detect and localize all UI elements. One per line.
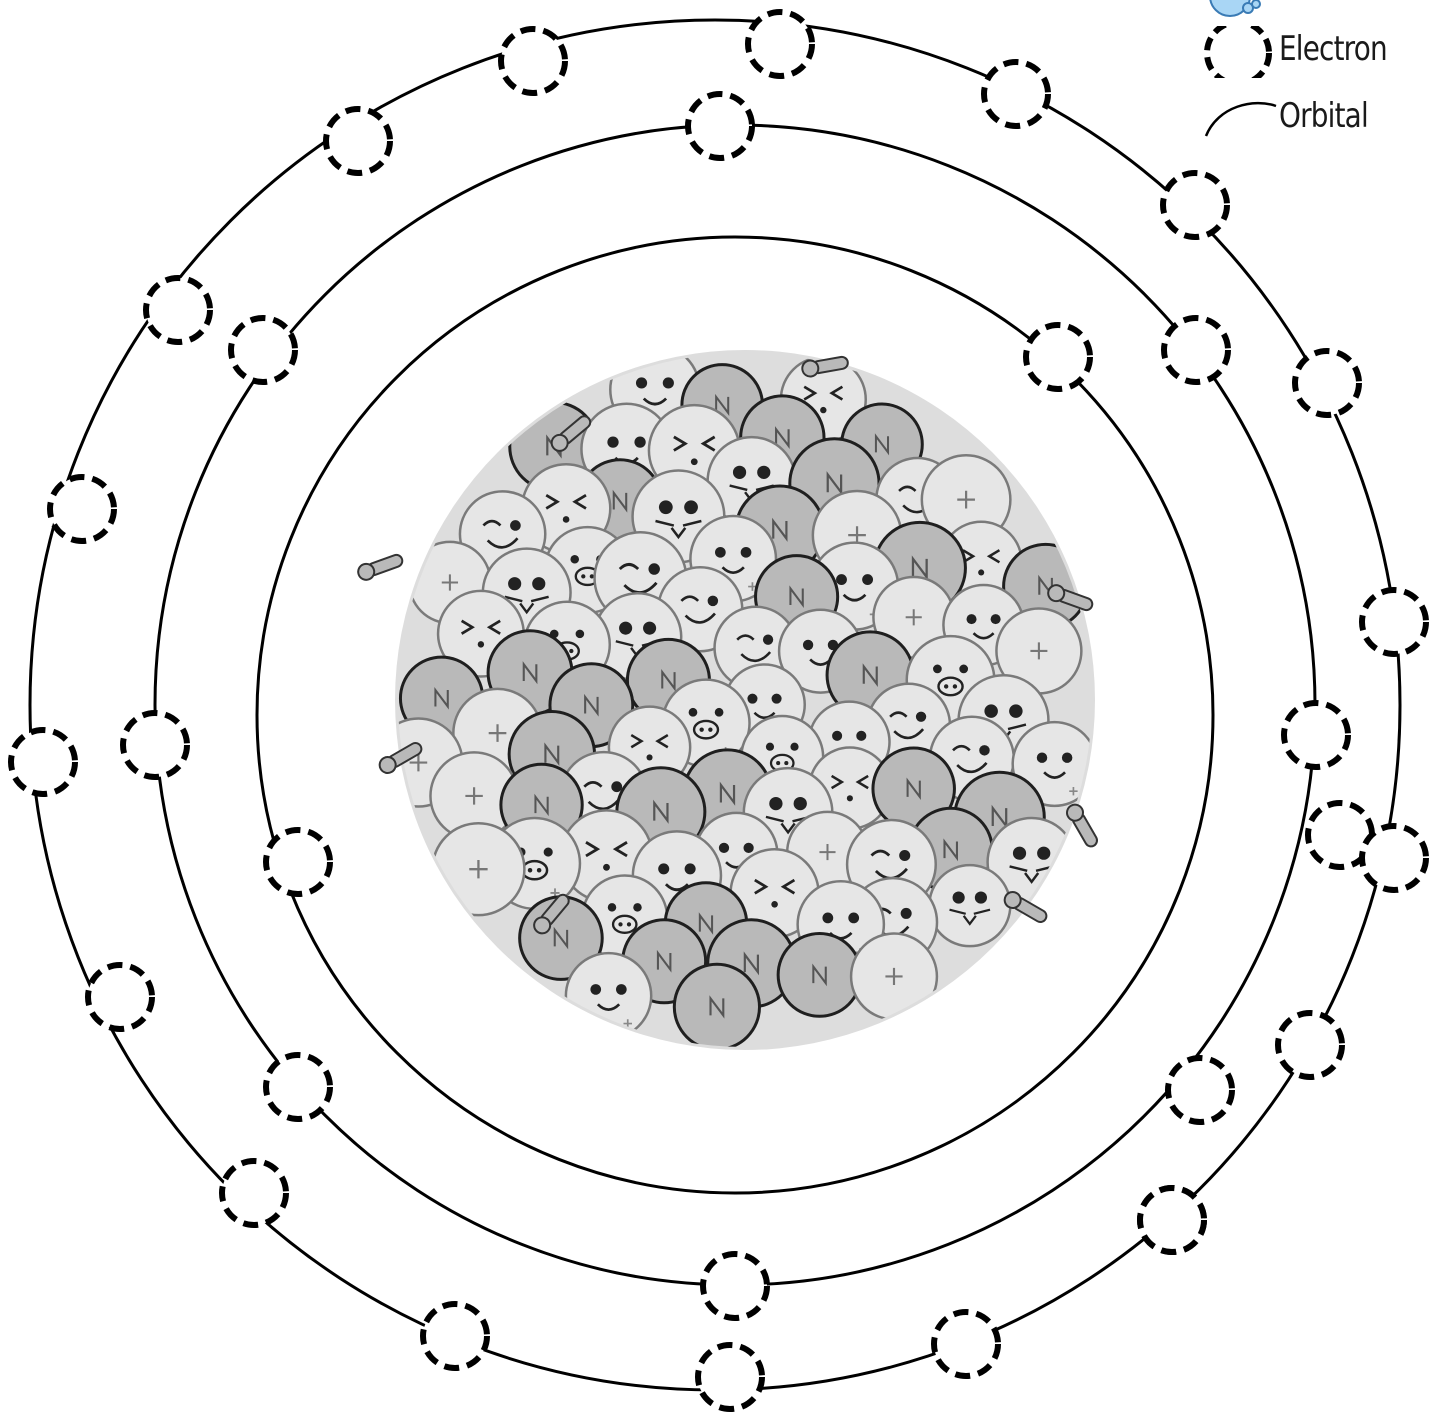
electron [50, 477, 114, 541]
electron [1278, 1013, 1342, 1077]
electron [11, 730, 75, 794]
electron [123, 713, 187, 777]
electron [1168, 1058, 1232, 1122]
electron [934, 1312, 998, 1376]
electron [146, 278, 210, 342]
electron [748, 12, 812, 76]
particle-arm [356, 551, 405, 582]
electron [703, 1254, 767, 1318]
electron [266, 1055, 330, 1119]
electron [266, 830, 330, 894]
electron [698, 1345, 762, 1409]
electron [688, 94, 752, 158]
legend: Electron Orbital [1200, 0, 1449, 150]
electron [1362, 590, 1426, 654]
orbital-icon [1200, 92, 1280, 144]
legend-label-electron: Electron [1279, 29, 1387, 69]
electron [1295, 351, 1359, 415]
proton-particle [851, 934, 937, 1020]
electron [231, 318, 295, 382]
legend-item-proton [1200, 0, 1449, 22]
electron [326, 109, 390, 173]
electron [1163, 173, 1227, 237]
nucleus [356, 345, 1101, 1050]
electron [222, 1161, 286, 1225]
electron [423, 1304, 487, 1368]
electron [984, 62, 1048, 126]
electron [1140, 1188, 1204, 1252]
neutron-particle [778, 933, 861, 1016]
electron [1164, 318, 1228, 382]
electron [88, 965, 152, 1029]
electron-icon [1200, 26, 1280, 78]
legend-item-orbital: Orbital [1200, 92, 1449, 144]
electron [1362, 826, 1426, 890]
electron [1026, 325, 1090, 389]
proton-particle [929, 865, 1010, 946]
proton-icon [1200, 0, 1280, 22]
legend-item-electron: Electron [1200, 26, 1449, 78]
electron [1284, 703, 1348, 767]
neutron-particle [674, 964, 759, 1049]
electron [501, 29, 565, 93]
proton-particle [566, 953, 651, 1038]
proton-particle [432, 823, 524, 915]
legend-label-orbital: Orbital [1279, 96, 1368, 136]
